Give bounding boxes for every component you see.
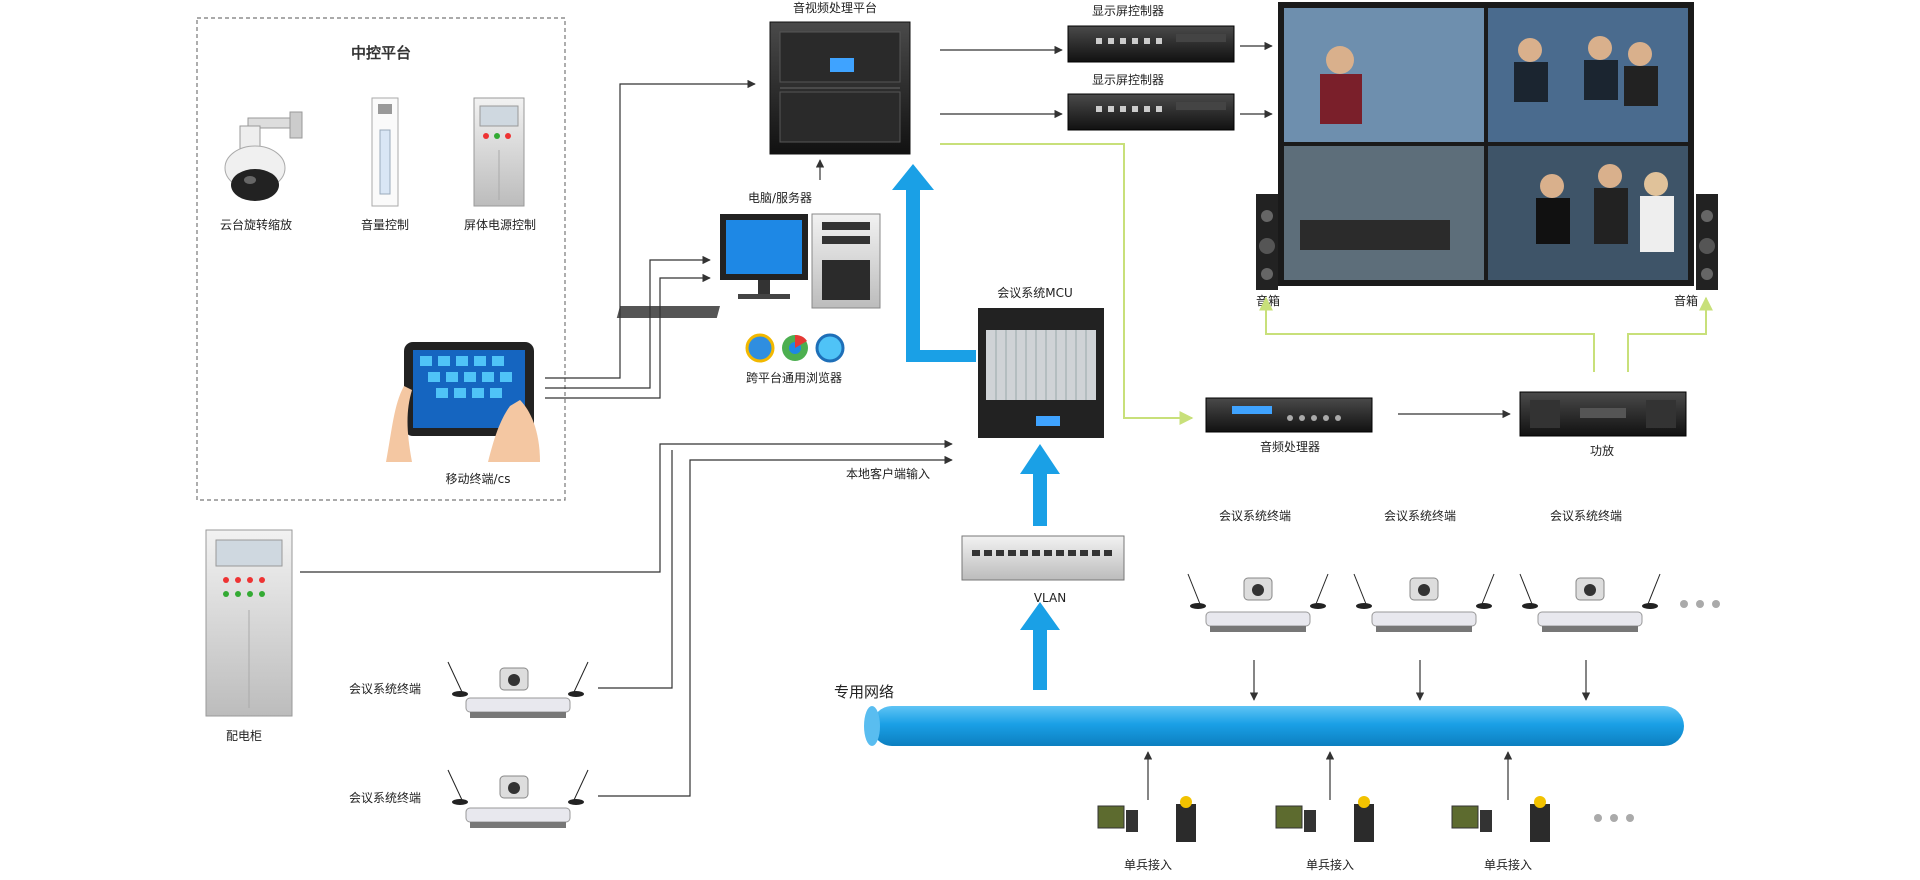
speaker-left-label: 音箱 <box>1256 293 1280 308</box>
terminal-top-2-label: 会议系统终端 <box>1384 508 1456 523</box>
terminal-left-2-icon <box>447 769 589 828</box>
display-controller-1-icon <box>1067 25 1235 63</box>
terminal-top-2-icon <box>1353 573 1495 632</box>
mcu-icon <box>978 308 1104 438</box>
display-controller-2-label: 显示屏控制器 <box>1092 73 1164 87</box>
browser-icons <box>745 333 845 363</box>
terminal-left-1-label: 会议系统终端 <box>349 681 421 696</box>
vlan-label: VLAN <box>1034 591 1066 605</box>
soldier-access-2-label: 单兵接入 <box>1306 857 1354 872</box>
screen-power-label: 屏体电源控制 <box>464 218 536 232</box>
av-platform-label: 音视频处理平台 <box>793 0 877 15</box>
soldier-access-2-icon <box>1275 796 1374 842</box>
ptz-camera-icon <box>224 111 303 201</box>
speaker-right-label: 音箱 <box>1674 293 1698 308</box>
pc-server-label: 电脑/服务器 <box>748 190 812 205</box>
mcu-label: 会议系统MCU <box>997 286 1073 300</box>
terminal-top-1-label: 会议系统终端 <box>1219 508 1291 523</box>
distribution-cabinet-icon <box>205 529 293 717</box>
amplifier-label: 功放 <box>1590 443 1614 458</box>
audio-processor-icon <box>1205 397 1373 433</box>
display-controller-2-icon <box>1067 93 1235 131</box>
dedicated-network-pipe <box>864 706 1684 746</box>
mobile-terminal-label: 移动终端/cs <box>446 471 511 486</box>
blue-flow-arrows <box>892 164 1060 690</box>
ptz-camera-label: 云台旋转缩放 <box>220 217 292 232</box>
browser-label: 跨平台通用浏览器 <box>746 370 842 385</box>
terminal-top-3-label: 会议系统终端 <box>1550 508 1622 523</box>
speaker-right-icon <box>1696 194 1718 290</box>
distribution-cabinet-label: 配电柜 <box>226 729 262 743</box>
audio-processor-label: 音频处理器 <box>1260 439 1320 454</box>
more-dots-icon <box>1680 600 1720 608</box>
amplifier-icon <box>1519 391 1687 437</box>
network-label: 专用网络 <box>834 683 894 701</box>
terminal-left-2-label: 会议系统终端 <box>349 790 421 805</box>
screen-power-cabinet-icon <box>473 97 525 207</box>
soldier-access-3-icon <box>1451 796 1550 842</box>
local-client-label: 本地客户端输入 <box>846 466 930 481</box>
terminal-top-3-icon <box>1519 573 1661 632</box>
video-wall-icon <box>1278 2 1694 286</box>
volume-control-icon <box>371 97 399 207</box>
vlan-switch-icon <box>961 535 1125 581</box>
central-control-title: 中控平台 <box>351 44 411 62</box>
central-control-platform: 中控平台 云台旋转缩放 音量控制 屏体电源控制 <box>196 17 566 501</box>
av-platform-icon <box>769 21 911 155</box>
soldier-access-1-label: 单兵接入 <box>1124 857 1172 872</box>
terminal-top-1-icon <box>1187 573 1329 632</box>
display-controller-1-label: 显示屏控制器 <box>1092 4 1164 18</box>
soldier-access-3-label: 单兵接入 <box>1484 857 1532 872</box>
speaker-left-icon <box>1256 194 1278 290</box>
connector-lines: 本地客户端输入 <box>300 41 1713 800</box>
terminal-left-1-icon <box>447 661 589 718</box>
pc-server-icon <box>616 213 881 318</box>
volume-control-label: 音量控制 <box>361 217 409 232</box>
more-dots-bottom-icon <box>1594 814 1634 822</box>
tablet-icon <box>386 342 540 462</box>
soldier-access-1-icon <box>1097 796 1196 842</box>
